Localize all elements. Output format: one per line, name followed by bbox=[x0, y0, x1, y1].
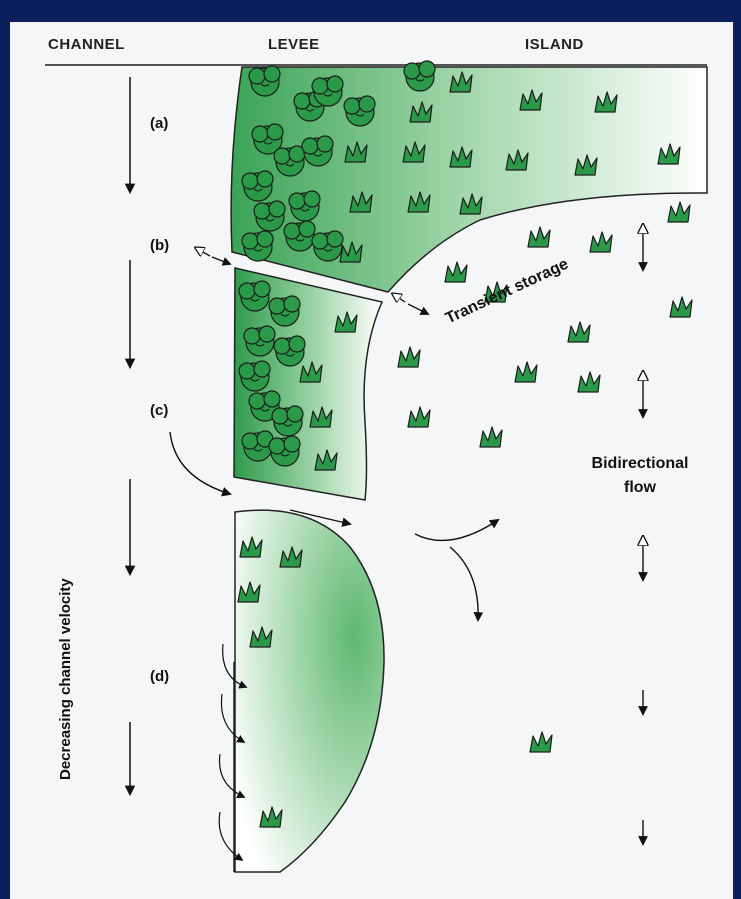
header-channel: CHANNEL bbox=[48, 36, 125, 53]
levee-lower-section bbox=[235, 510, 384, 872]
label-a: (a) bbox=[150, 115, 168, 132]
diagram-panel: CHANNEL LEVEE ISLAND (a) (b) (c) (d) Tra… bbox=[10, 22, 733, 899]
bidirectional-line1: Bidirectional bbox=[570, 452, 710, 476]
label-c: (c) bbox=[150, 402, 168, 419]
header-levee: LEVEE bbox=[268, 36, 320, 53]
channel-velocity-label: Decreasing channel velocity bbox=[57, 578, 74, 780]
header-island: ISLAND bbox=[525, 36, 584, 53]
label-d: (d) bbox=[150, 668, 169, 685]
bidirectional-line2: flow bbox=[570, 476, 710, 500]
bidirectional-flow-label: Bidirectional flow bbox=[570, 452, 710, 500]
label-b: (b) bbox=[150, 237, 169, 254]
